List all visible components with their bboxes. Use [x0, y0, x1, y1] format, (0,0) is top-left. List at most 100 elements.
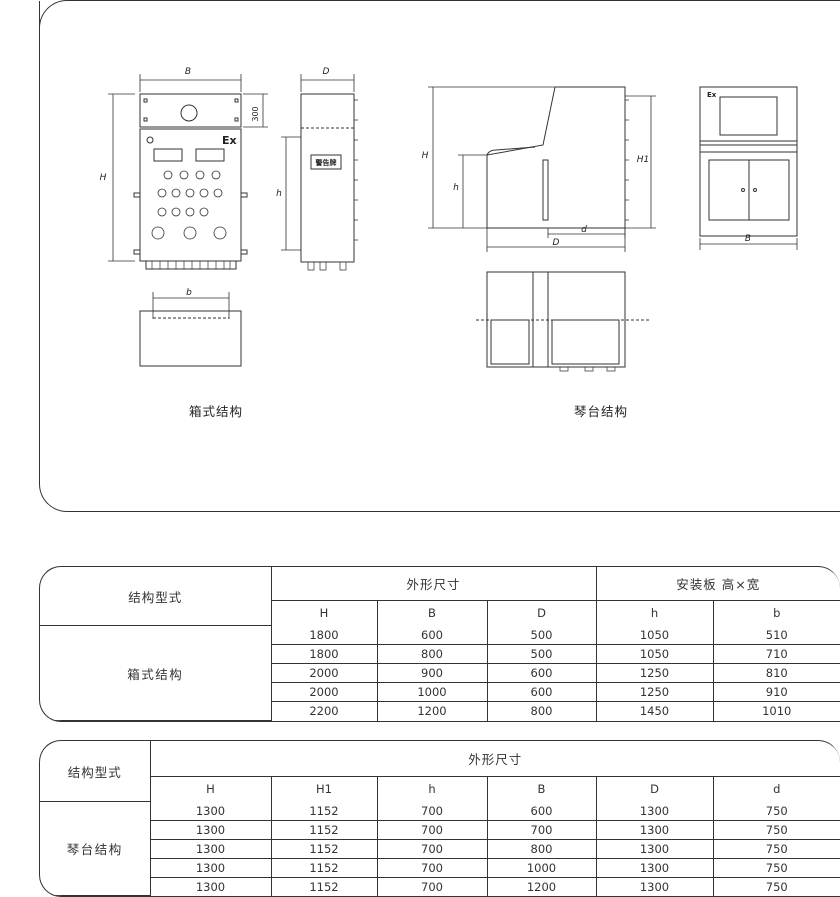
size-header: 外形尺寸: [149, 741, 840, 777]
table-cell: 1050: [595, 625, 714, 645]
table-cell: 800: [486, 701, 597, 721]
svg-text:h: h: [276, 189, 282, 199]
table-cell: 1152: [270, 876, 378, 896]
column-header: h: [595, 599, 714, 626]
type-header: 结构型式: [40, 741, 151, 803]
svg-text:D: D: [323, 67, 330, 77]
table-cell: 1300: [150, 819, 272, 840]
table-cell: 500: [486, 625, 597, 645]
table-cell: 1050: [595, 643, 714, 665]
box-side-view: [281, 74, 358, 271]
console-top-view: [476, 271, 650, 372]
drawing-frame: [39, 0, 840, 512]
column-header: B: [486, 775, 597, 802]
table-cell: 750: [712, 838, 840, 859]
table-cell: 750: [712, 801, 840, 821]
caption-console-structure: 琴台结构: [574, 404, 629, 419]
caption-box-structure: 箱式结构: [189, 404, 244, 419]
technical-drawing: B H 300 Ex D h 警告牌 b H h: [100, 67, 798, 372]
table-cell: 1300: [150, 857, 272, 878]
table-cell: 900: [376, 663, 488, 684]
console-front-texts: Ex B: [707, 91, 751, 244]
table-cell: 1152: [270, 819, 378, 840]
svg-text:300: 300: [251, 106, 260, 121]
console-side-texts: H h H1 d D: [422, 151, 650, 248]
table-cell: 2000: [271, 663, 378, 684]
table-cell: 1152: [270, 801, 378, 821]
table-cell: 1000: [376, 682, 488, 703]
table-cell: 1200: [486, 876, 597, 896]
table-cell: 1300: [595, 857, 714, 878]
table-cell: 1300: [595, 876, 714, 896]
table-cell: 1300: [150, 838, 272, 859]
svg-text:h: h: [453, 183, 459, 193]
table-cell: 600: [486, 682, 597, 703]
table-cell: 600: [486, 801, 597, 821]
svg-text:H: H: [100, 173, 107, 183]
table-cell: 700: [376, 857, 488, 878]
table-cell: 700: [376, 876, 488, 896]
table-cell: 750: [712, 857, 840, 878]
column-header: H1: [270, 775, 378, 802]
row-group-label: 箱式结构: [40, 625, 272, 721]
type-header: 结构型式: [40, 567, 272, 627]
column-header: B: [376, 599, 488, 626]
table-cell: 1000: [486, 857, 597, 878]
column-header: H: [271, 599, 378, 626]
console-side-view: [428, 86, 656, 252]
table-cell: 1152: [270, 857, 378, 878]
table-cell: 1200: [376, 701, 488, 721]
svg-text:H: H: [422, 151, 429, 161]
table-cell: 1300: [150, 876, 272, 896]
table-cell: 750: [712, 876, 840, 896]
table-cell: 1300: [595, 819, 714, 840]
table-cell: 1450: [595, 701, 714, 721]
column-header: d: [712, 775, 840, 802]
table-cell: 1152: [270, 838, 378, 859]
svg-text:警告牌: 警告牌: [316, 158, 337, 167]
table-cell: 910: [712, 682, 840, 703]
table-cell: 750: [712, 819, 840, 840]
table-cell: 500: [486, 643, 597, 665]
table-cell: 1300: [149, 801, 272, 821]
box-top-view: [139, 292, 242, 367]
box-side-texts: D h 警告牌: [276, 67, 336, 199]
table-cell: 810: [712, 663, 840, 684]
box-front-view: [108, 74, 268, 270]
table-cell: 510: [712, 625, 840, 645]
svg-text:H1: H1: [637, 155, 650, 165]
table-cell: 700: [376, 838, 488, 859]
column-header: h: [376, 775, 488, 802]
column-header: D: [486, 599, 597, 626]
table-cell: 1800: [271, 643, 378, 665]
table-cell: 2000: [271, 682, 378, 703]
svg-text:d: d: [581, 225, 587, 235]
table-cell: 700: [486, 819, 597, 840]
column-header: D: [595, 775, 714, 802]
table-cell: 800: [486, 838, 597, 859]
table-cell: 700: [376, 801, 488, 821]
svg-text:B: B: [745, 234, 751, 244]
column-header: H: [150, 775, 272, 802]
console-front-view: [699, 86, 798, 250]
svg-text:Ex: Ex: [707, 91, 717, 99]
table-cell: 1250: [595, 663, 714, 684]
table-cell: 710: [712, 643, 840, 665]
svg-text:D: D: [553, 238, 560, 248]
table-cell: 1300: [595, 838, 714, 859]
frame-top-line: [68, 0, 840, 2]
table-cell: 600: [486, 663, 597, 684]
table-cell: 1300: [595, 801, 714, 821]
plate-header: 安装板 高×宽: [595, 567, 840, 601]
table-cell: 1010: [712, 701, 840, 721]
